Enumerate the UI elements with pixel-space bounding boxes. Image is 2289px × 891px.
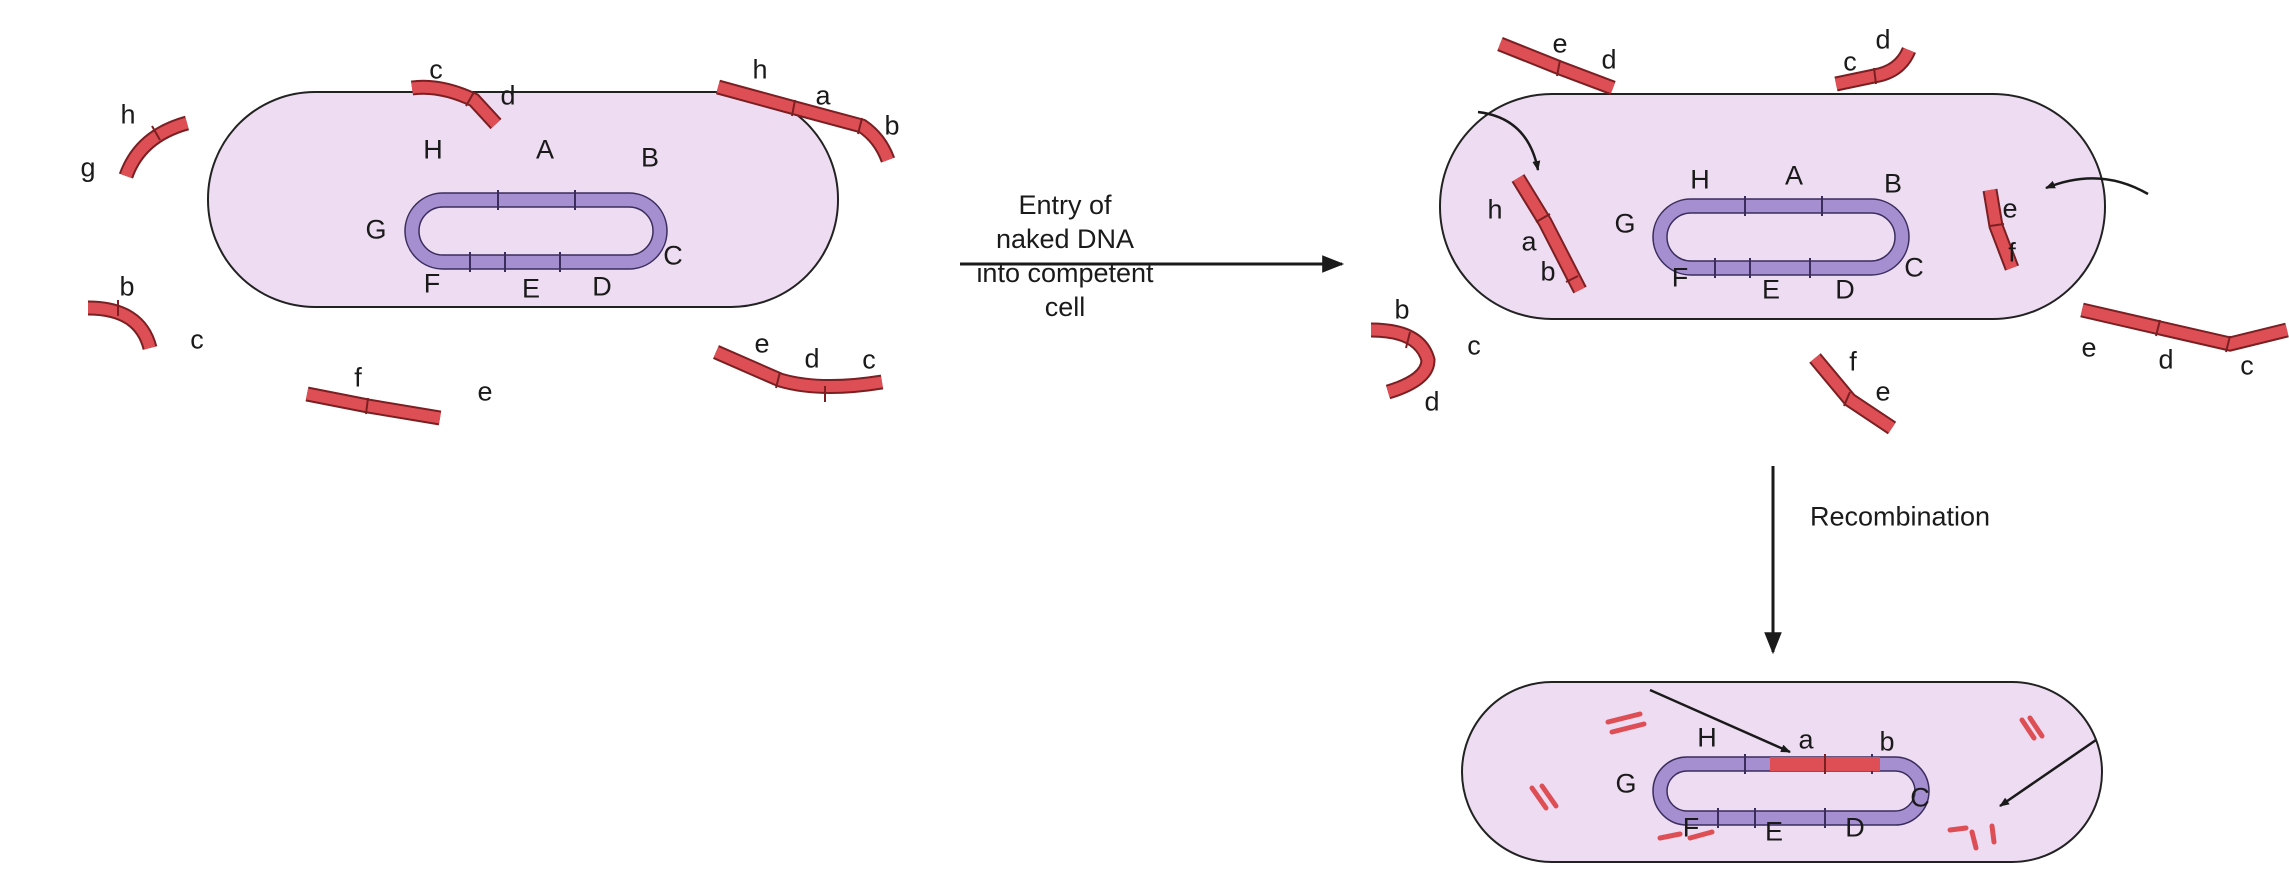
left-fragment-label: d [500, 83, 515, 110]
bottom-chromosome-label-H: H [1697, 725, 1717, 752]
left-fragment-label: c [190, 327, 204, 354]
degraded-dna-fragment [1992, 826, 1994, 842]
left-chromosome-label-F: F [424, 271, 441, 298]
right-inside-label: f [2008, 240, 2016, 267]
right-fragment-label: f [1849, 349, 1857, 376]
entry-caption-line: cell [955, 290, 1175, 324]
right-fragment-label: e [2081, 335, 2096, 362]
right-inside-label: a [1521, 229, 1536, 256]
left-chromosome-label-H: H [423, 137, 443, 164]
right-inside-label: h [1487, 197, 1502, 224]
right-chromosome-label-D: D [1835, 277, 1855, 304]
right-fragment-label: b [1394, 297, 1409, 324]
left-fragment-label: g [80, 155, 95, 182]
right-fragment-label: e [1552, 31, 1567, 58]
left-fragment-hg [126, 123, 187, 176]
right-fragment-label: c [2240, 353, 2254, 380]
bottom-chromosome-label-a: a [1798, 727, 1813, 754]
left-chromosome-label-A: A [536, 137, 554, 164]
entry-caption-line: naked DNA [955, 222, 1175, 256]
left-fragment-label: b [119, 274, 134, 301]
right-chromosome-label-F: F [1672, 265, 1689, 292]
left-chromosome-label-G: G [365, 217, 386, 244]
right-fragment-label: d [1424, 389, 1439, 416]
right-chromosome-label-C: C [1904, 255, 1924, 282]
left-fragment-label: c [429, 57, 443, 84]
recombination-label: Recombination [1810, 504, 1990, 531]
entry-caption: Entry of naked DNA into competent cell [955, 188, 1175, 324]
right-chromosome-label-G: G [1614, 211, 1635, 238]
left-fragment-label: d [804, 346, 819, 373]
right-fragment-label: c [1467, 333, 1481, 360]
right-fragment-label: d [2158, 347, 2173, 374]
right-fragment-label: d [1601, 47, 1616, 74]
left-fragment-label: h [120, 102, 135, 129]
degraded-dna-fragment [1950, 828, 1966, 830]
right-fragment-label: e [1875, 379, 1890, 406]
entry-caption-line: Entry of [955, 188, 1175, 222]
left-fragment-label: e [477, 379, 492, 406]
left-chromosome-label-B: B [641, 145, 659, 172]
left-chromosome-label-E: E [522, 276, 540, 303]
left-chromosome-label-D: D [592, 274, 612, 301]
right-chromosome-label-A: A [1785, 163, 1803, 190]
bottom-chromosome-label-D: D [1845, 815, 1865, 842]
bottom-chromosome-label-b: b [1879, 729, 1894, 756]
left-fragment-label: e [754, 331, 769, 358]
right-chromosome-label-H: H [1690, 167, 1710, 194]
left-chromosome-label-C: C [663, 243, 683, 270]
entry-caption-line: into competent [955, 256, 1175, 290]
right-fragment-label: d [1875, 27, 1890, 54]
bottom-chromosome-label-E: E [1765, 819, 1783, 846]
right-chromosome-label-B: B [1884, 171, 1902, 198]
right-inside-label: e [2002, 196, 2017, 223]
left-fragment-label: b [884, 113, 899, 140]
bottom-chromosome-label-F: F [1683, 815, 1700, 842]
left-fragment-label: h [752, 57, 767, 84]
left-fragment-label: c [862, 347, 876, 374]
right-chromosome-label-E: E [1762, 277, 1780, 304]
left-fragment-label: f [354, 365, 362, 392]
left-fragment-label: a [815, 83, 830, 110]
right-inside-label: b [1540, 259, 1555, 286]
bottom-chromosome-label-G: G [1615, 771, 1636, 798]
right-fragment-label: c [1843, 49, 1857, 76]
bottom-chromosome-label-C: C [1910, 785, 1930, 812]
